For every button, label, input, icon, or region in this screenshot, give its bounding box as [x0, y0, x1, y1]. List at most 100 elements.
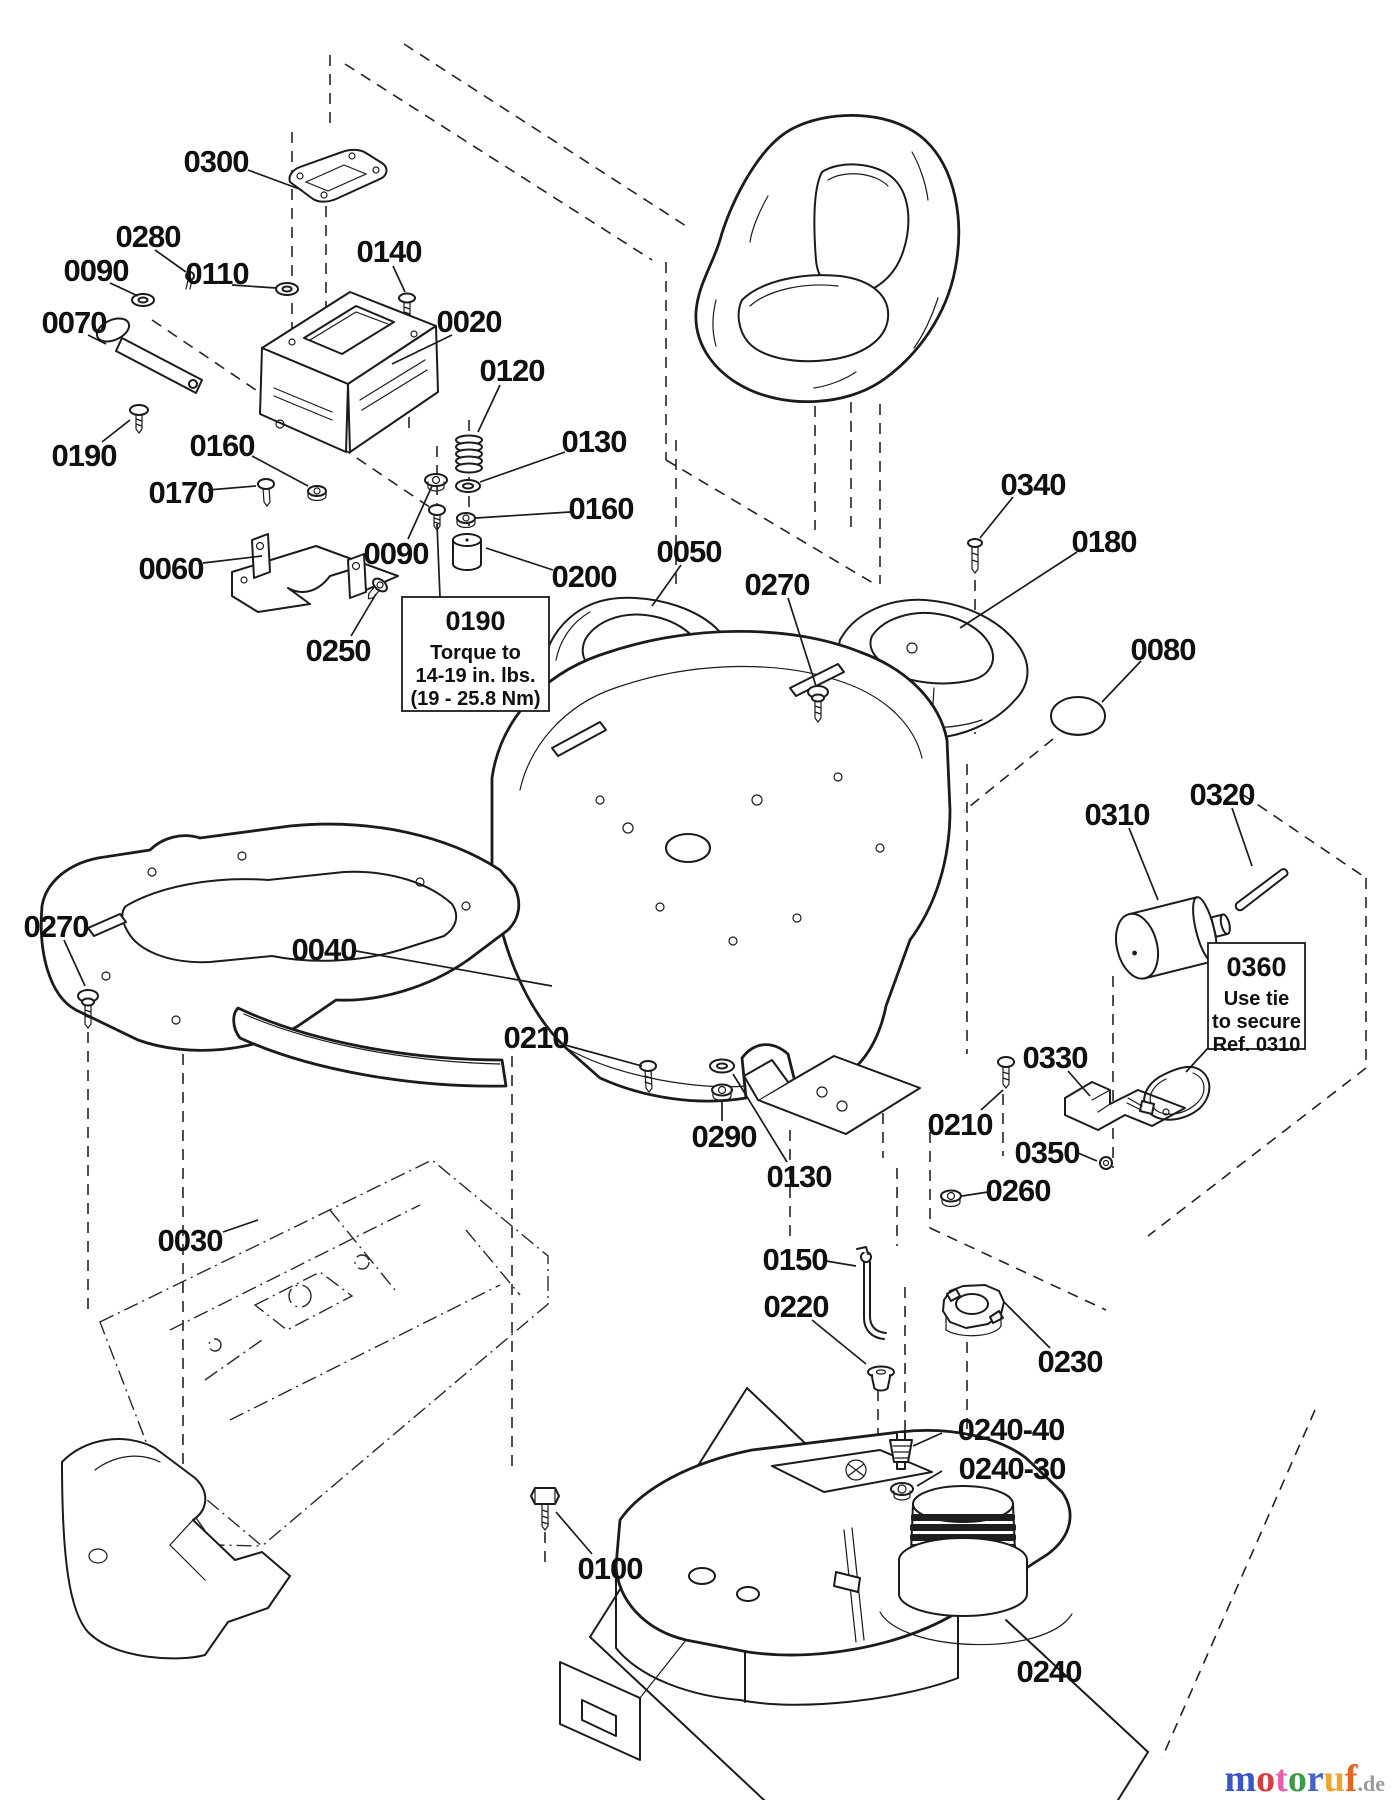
- note-box-title: 0190: [445, 606, 505, 636]
- part-label-0030: 0030: [158, 1223, 223, 1258]
- note-box-0190: [401, 596, 550, 712]
- washer-0130-lower: [709, 1058, 735, 1074]
- leader-line: [475, 511, 571, 519]
- screw-0170: [257, 478, 275, 507]
- nut-0160-console: [307, 485, 327, 502]
- bolt-0100: [530, 1487, 560, 1531]
- frame-foot-bracket: [61, 1438, 291, 1660]
- leader-line: [436, 523, 441, 598]
- seat-deck-0040: [490, 629, 952, 1135]
- note-box-line: Use tie: [1224, 988, 1290, 1010]
- leader-line: [87, 334, 107, 345]
- spacer-0200: [452, 533, 482, 571]
- screw-0340: [967, 538, 983, 574]
- nut-0350: [1099, 1156, 1113, 1170]
- part-label-0270: 0270: [745, 567, 810, 602]
- leader-line: [477, 384, 501, 433]
- screw-0210-left: [639, 1060, 657, 1093]
- part-label-0020: 0020: [437, 304, 502, 339]
- leader-line: [825, 1260, 857, 1267]
- note-box-title: 0360: [1226, 952, 1286, 982]
- part-label-0200: 0200: [552, 559, 617, 594]
- seat-support-console: [259, 291, 439, 453]
- part-label-0290: 0290: [692, 1119, 757, 1154]
- leader-line: [407, 485, 433, 540]
- part-label-0210: 0210: [928, 1107, 993, 1142]
- flange-nut-0090: [424, 473, 448, 492]
- cable-tie: [1126, 1065, 1211, 1121]
- part-label-0270: 0270: [24, 909, 89, 944]
- leader-line: [1128, 827, 1159, 901]
- leader-line: [651, 564, 682, 607]
- part-label-0050: 0050: [657, 534, 722, 569]
- part-label-0330: 0330: [1023, 1040, 1088, 1075]
- part-label-0070: 0070: [42, 305, 107, 340]
- watermark-letter: t: [1275, 1758, 1288, 1800]
- part-label-0280: 0280: [116, 219, 181, 254]
- leader-line: [355, 950, 553, 987]
- part-label-0220: 0220: [764, 1289, 829, 1324]
- leader-line: [207, 485, 257, 491]
- part-label-0060: 0060: [139, 551, 204, 586]
- part-label-0210: 0210: [504, 1020, 569, 1055]
- washer-0130-spring: [455, 479, 481, 493]
- nut-0260: [940, 1189, 962, 1208]
- grommet-0240-30: [890, 1482, 914, 1501]
- part-label-0300: 0300: [184, 144, 249, 179]
- cylinder-0310: [1115, 896, 1231, 980]
- seat: [694, 113, 961, 404]
- leader-line: [916, 1470, 943, 1487]
- leader-line: [479, 451, 566, 483]
- washer-0110: [275, 282, 299, 296]
- leader-line: [912, 1432, 943, 1447]
- part-label-0340: 0340: [1001, 467, 1066, 502]
- gasket-plate: [288, 148, 388, 203]
- note-box-line: Ref. 0310: [1213, 1034, 1301, 1056]
- part-label-0090: 0090: [64, 253, 129, 288]
- part-label-0240: 0240: [1017, 1654, 1082, 1689]
- grommet-0220: [867, 1365, 895, 1392]
- leader-line: [1067, 1070, 1091, 1097]
- leader-line: [350, 593, 377, 637]
- watermark-letter: o: [1256, 1758, 1276, 1800]
- leader-line: [63, 939, 86, 987]
- part-label-0310: 0310: [1085, 797, 1150, 832]
- part-label-0170: 0170: [149, 475, 214, 510]
- leader-line: [251, 455, 309, 487]
- screw-0190-left: [129, 404, 149, 434]
- part-label-0320: 0320: [1190, 777, 1255, 812]
- leader-line: [564, 1044, 643, 1067]
- note-box-line: to secure: [1212, 1011, 1301, 1033]
- part-label-0040: 0040: [292, 932, 357, 967]
- screw-0210-right: [997, 1056, 1015, 1089]
- leader-line: [1185, 1047, 1209, 1073]
- part-label-0190: 0190: [52, 438, 117, 473]
- leader-line: [980, 1089, 1004, 1111]
- part-label-0160: 0160: [190, 428, 255, 463]
- leader-line: [231, 284, 277, 289]
- nut-0160-spring: [456, 512, 476, 529]
- washer-0090-upper: [131, 293, 155, 307]
- motoruf-watermark[interactable]: motoruf.de: [1225, 1760, 1385, 1798]
- watermark-letter: o: [1287, 1758, 1307, 1800]
- leader-line: [1101, 660, 1142, 703]
- part-label-0130: 0130: [562, 424, 627, 459]
- watermark-letter: f: [1344, 1758, 1358, 1800]
- screw-0140: [398, 292, 416, 323]
- fuel-cap-0230: [942, 1284, 1005, 1337]
- note-box-line: (19 - 25.8 Nm): [410, 688, 540, 710]
- pin-0280: [185, 271, 195, 290]
- lever-0070: [95, 317, 203, 394]
- leader-line: [101, 419, 131, 443]
- leader-line: [811, 1319, 867, 1365]
- bracket-0060: [231, 533, 399, 613]
- leader-line: [222, 1219, 259, 1233]
- part-label-0140: 0140: [357, 234, 422, 269]
- valve-0240-40: [889, 1431, 913, 1470]
- part-label-0180: 0180: [1072, 524, 1137, 559]
- leader-line: [485, 547, 554, 571]
- screw-0250: [367, 577, 388, 600]
